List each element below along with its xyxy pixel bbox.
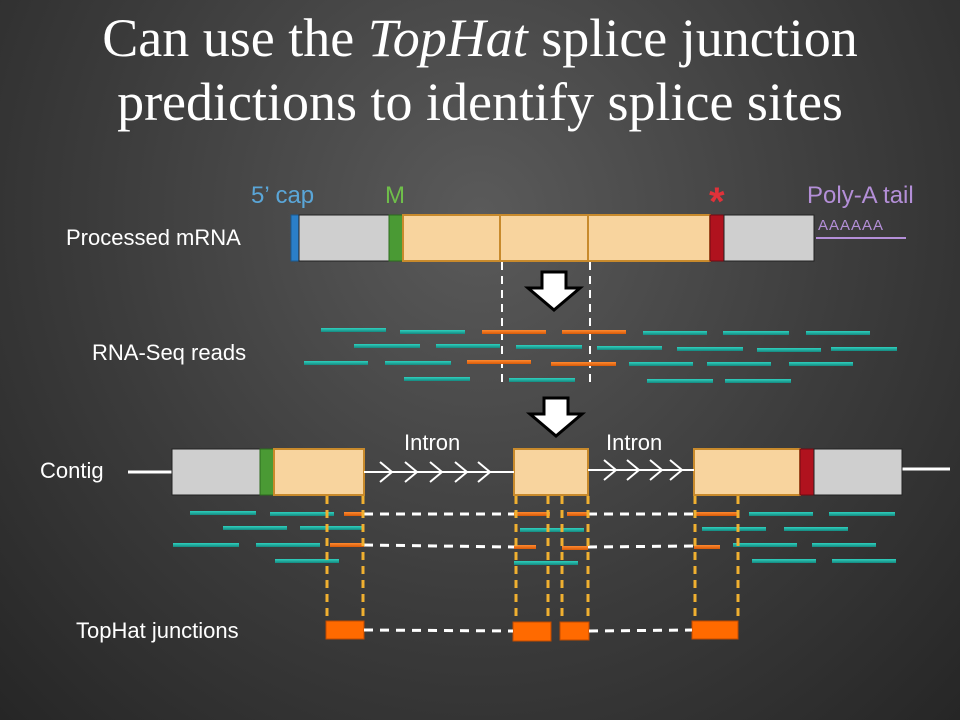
contig-start <box>259 448 275 496</box>
contig-5utr <box>171 448 261 496</box>
junction-read <box>482 330 546 334</box>
contig-reads <box>173 511 896 565</box>
read <box>300 526 364 530</box>
read <box>829 512 895 516</box>
read <box>832 559 896 563</box>
read <box>173 543 239 547</box>
read <box>733 543 797 547</box>
label-poly-a-seq: AAAAAA <box>818 217 885 234</box>
label-intron-2: Intron <box>606 430 663 455</box>
label-intron-1: Intron <box>404 430 461 455</box>
read <box>400 330 465 334</box>
contig-exon-1 <box>273 448 365 496</box>
mrna-exon-3 <box>587 214 711 262</box>
read <box>520 528 584 532</box>
title-suffix: splice junction predictions to identify … <box>117 8 858 132</box>
read <box>321 328 386 332</box>
junction-box <box>559 621 590 641</box>
title-prefix: Can use the <box>102 8 368 68</box>
read <box>275 559 339 563</box>
read <box>354 344 420 348</box>
read <box>629 362 693 366</box>
down-arrow-1 <box>523 270 585 312</box>
junction-connectors <box>363 512 695 549</box>
junction-read <box>562 330 626 334</box>
slide-title: Can use the TopHat splice junction predi… <box>0 6 960 134</box>
junction-read <box>344 512 364 516</box>
read <box>757 348 821 352</box>
read <box>516 345 582 349</box>
junction-box <box>691 620 739 640</box>
mrna-exon-1 <box>402 214 501 262</box>
read <box>270 512 334 516</box>
junction-read <box>467 360 531 364</box>
contig-exon-3 <box>693 448 801 496</box>
read <box>723 331 789 335</box>
label-start-codon: M <box>385 182 405 209</box>
processed-mrna <box>290 214 906 262</box>
junction-read <box>694 545 720 549</box>
label-stop-star: * <box>709 180 725 224</box>
read <box>404 377 470 381</box>
tophat-junction-boxes <box>325 620 739 642</box>
label-5-cap: 5’ cap <box>251 182 315 209</box>
junction-read <box>694 512 738 516</box>
contig <box>128 448 950 496</box>
rna-seq-reads <box>304 328 897 383</box>
read <box>677 347 743 351</box>
junction-guides <box>325 496 740 622</box>
read <box>806 331 870 335</box>
junction-box <box>512 621 552 642</box>
contig-exon-2 <box>513 448 589 496</box>
label-poly-a-tail: Poly-A tail <box>807 182 914 209</box>
mrna-cap <box>290 214 300 262</box>
read <box>304 361 368 365</box>
junction-read <box>551 362 616 366</box>
read <box>256 543 320 547</box>
read <box>752 559 816 563</box>
read <box>223 526 287 530</box>
read <box>702 527 766 531</box>
read <box>190 511 256 515</box>
junction-read <box>567 512 588 516</box>
label-contig: Contig <box>40 458 104 483</box>
read <box>749 512 813 516</box>
read <box>784 527 848 531</box>
read <box>597 346 662 350</box>
label-rna-seq-reads: RNA-Seq reads <box>92 340 247 365</box>
label-processed-mrna: Processed mRNA <box>66 225 241 250</box>
contig-stop <box>799 448 815 496</box>
read <box>812 543 876 547</box>
read <box>385 361 451 365</box>
read <box>831 347 897 351</box>
mrna-start <box>388 214 404 262</box>
junction-read <box>330 543 364 547</box>
down-arrow-2 <box>525 396 587 438</box>
read <box>509 378 575 382</box>
intron-1 <box>364 461 514 483</box>
read <box>643 331 707 335</box>
mrna-exon-2 <box>499 214 589 262</box>
read <box>436 344 500 348</box>
contig-3utr <box>813 448 903 496</box>
junction-read <box>514 545 536 549</box>
junction-box <box>325 620 365 640</box>
intron-2 <box>588 459 694 481</box>
label-tophat-junctions: TopHat junctions <box>76 618 239 643</box>
junction-read <box>514 512 550 516</box>
mrna-5utr <box>298 214 390 262</box>
junction-box-connectors <box>363 628 693 633</box>
read <box>514 561 578 565</box>
title-tophat: TopHat <box>367 8 528 68</box>
junction-read <box>562 546 588 550</box>
read <box>789 362 853 366</box>
mrna-3utr <box>723 214 815 262</box>
read <box>647 379 713 383</box>
read <box>725 379 791 383</box>
read <box>707 362 771 366</box>
